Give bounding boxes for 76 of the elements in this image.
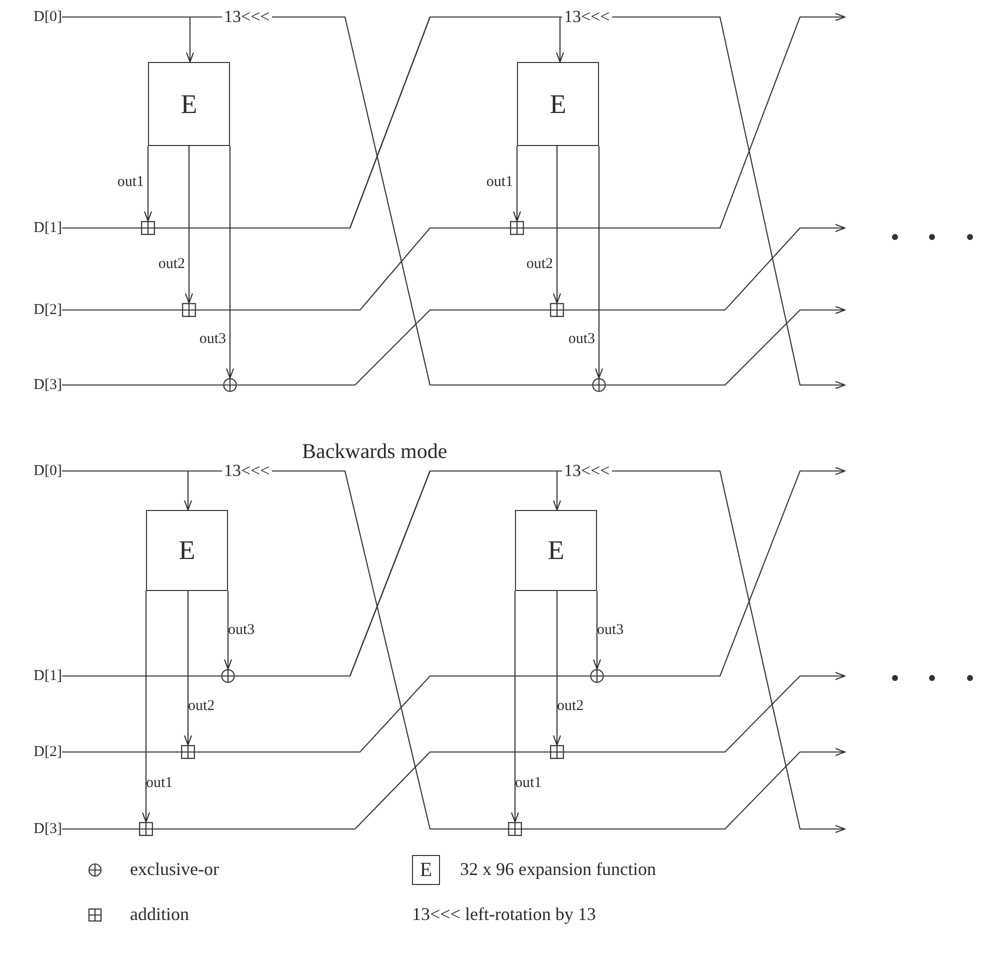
arrow [606, 306, 846, 386]
connector-line [62, 751, 181, 753]
edge-label: out2 [187, 699, 216, 714]
arrow [142, 591, 150, 823]
arrow [224, 591, 232, 670]
arrow [524, 12, 846, 229]
connector-line [153, 751, 550, 830]
arrow [522, 748, 846, 830]
connector-line [62, 384, 223, 386]
edge-label: out3 [596, 623, 625, 638]
edge-label: out2 [525, 257, 554, 272]
arrow [184, 146, 194, 304]
signal-label: D[0] [8, 7, 62, 27]
connector-line [62, 675, 221, 677]
connector-line [196, 227, 510, 311]
legend-text: 32 x 96 expansion function [460, 860, 656, 880]
addition-symbol [510, 221, 524, 235]
addition-symbol [550, 303, 564, 317]
function-box: E [515, 510, 597, 591]
edge-label: 13<<< [222, 462, 272, 479]
function-box: E [148, 62, 230, 146]
addition-symbol [182, 303, 196, 317]
edge-label: 13<<< [562, 462, 612, 479]
addition-symbol [181, 745, 195, 759]
arrow [144, 146, 152, 222]
xor-symbol [223, 378, 237, 392]
edge-label: out2 [157, 257, 186, 272]
xor-symbol [221, 669, 235, 683]
xor-symbol [590, 669, 604, 683]
signal-label: D[3] [8, 375, 62, 395]
connector-line [62, 828, 139, 830]
edge-label: out3 [227, 623, 256, 638]
connector-line [62, 309, 182, 311]
edge-label: out2 [556, 699, 585, 714]
legend-text: exclusive-or [130, 860, 219, 880]
edge-label: out3 [198, 332, 227, 347]
addition-symbol [141, 221, 155, 235]
signal-label: D[0] [8, 461, 62, 481]
function-box: E [146, 510, 228, 591]
function-box: E [517, 62, 599, 146]
addition-symbol [508, 822, 522, 836]
section-heading: Backwards mode [302, 440, 448, 464]
arrow [552, 591, 562, 746]
arrow [592, 591, 602, 670]
edge-label: 13<<< [562, 8, 612, 25]
edge-label: out1 [514, 776, 543, 791]
arrow [512, 146, 522, 222]
arrow [564, 224, 846, 311]
arrow [510, 591, 520, 823]
edge-label: out1 [485, 175, 514, 190]
connector-line [62, 227, 141, 229]
connector-line [62, 470, 508, 830]
connector-line [195, 675, 590, 753]
arrow [564, 672, 846, 753]
edge-label: 13<<< [222, 8, 272, 25]
signal-label: D[2] [8, 300, 62, 320]
arrow [184, 591, 192, 746]
arrow [226, 146, 234, 379]
signal-label: D[3] [8, 819, 62, 839]
addition-symbol [550, 745, 564, 759]
edge-label: out1 [145, 776, 174, 791]
arrow [552, 146, 562, 304]
connector-line [237, 309, 550, 386]
signal-label: D[1] [8, 666, 62, 686]
signal-label: D[2] [8, 742, 62, 762]
signal-label: D[1] [8, 218, 62, 238]
arrow [604, 466, 846, 677]
xor-symbol [592, 378, 606, 392]
legend-text: addition [130, 905, 189, 925]
addition-symbol [139, 822, 153, 836]
connector-line [62, 16, 592, 386]
arrow [594, 146, 604, 379]
edge-label: out1 [116, 175, 145, 190]
legend-text: 13<<< left-rotation by 13 [412, 905, 596, 925]
edge-label: out3 [567, 332, 596, 347]
function-box-sample: E [412, 855, 440, 885]
